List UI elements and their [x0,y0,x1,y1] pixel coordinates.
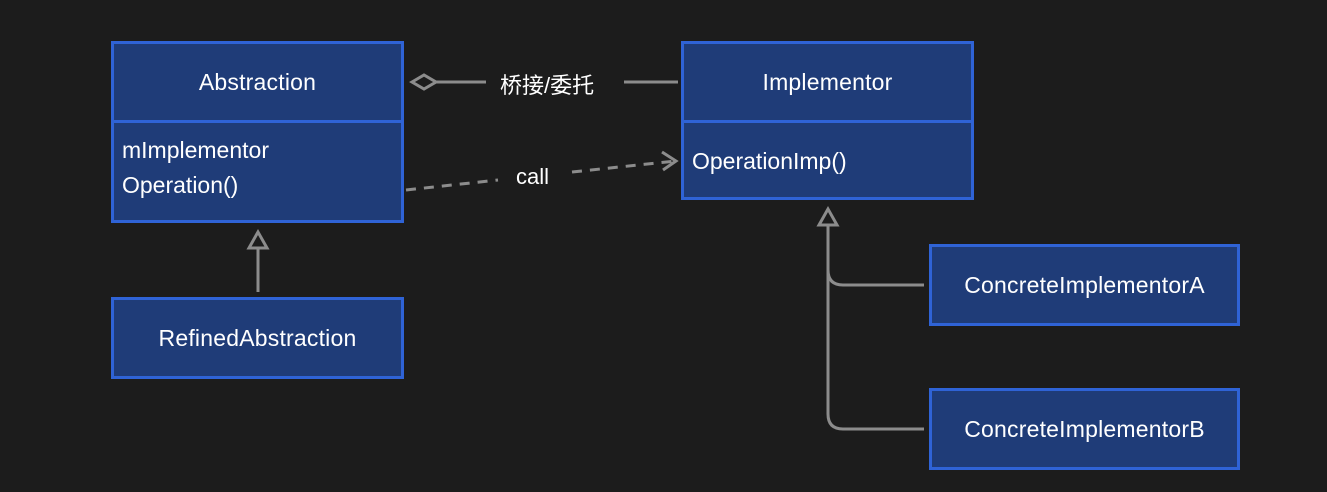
class-title: ConcreteImplementorA [964,271,1205,298]
inheritance-triangle-icon [246,228,270,250]
concrete-implementor-b-class[interactable]: ConcreteImplementorB [929,388,1240,470]
abstraction-class[interactable]: Abstraction mImplementor Operation() [111,41,404,223]
arrowhead-icon [661,150,679,172]
class-title: Implementor [684,44,971,123]
refined-abstraction-class[interactable]: RefinedAbstraction [111,297,404,379]
refined-inheritance-edge [246,228,270,292]
implementor-class[interactable]: Implementor OperationImp() [681,41,974,200]
class-title: RefinedAbstraction [158,324,357,351]
class-member: mImplementor [122,137,269,163]
class-member: Operation() [122,172,239,198]
inheritance-triangle-icon [816,205,840,227]
concrete-inheritance-edge [816,205,924,431]
class-member: OperationImp() [692,148,847,174]
call-edge-label: call [512,164,554,190]
class-title: Abstraction [114,44,401,123]
class-members: OperationImp() [684,123,971,189]
class-title: ConcreteImplementorB [964,415,1205,442]
bridge-edge [409,73,678,91]
concrete-implementor-a-class[interactable]: ConcreteImplementorA [929,244,1240,326]
call-edge [405,150,679,192]
bridge-edge-label: 桥接/委托 [500,68,595,100]
class-members: mImplementor Operation() [114,123,401,213]
aggregation-diamond-icon [409,73,439,91]
